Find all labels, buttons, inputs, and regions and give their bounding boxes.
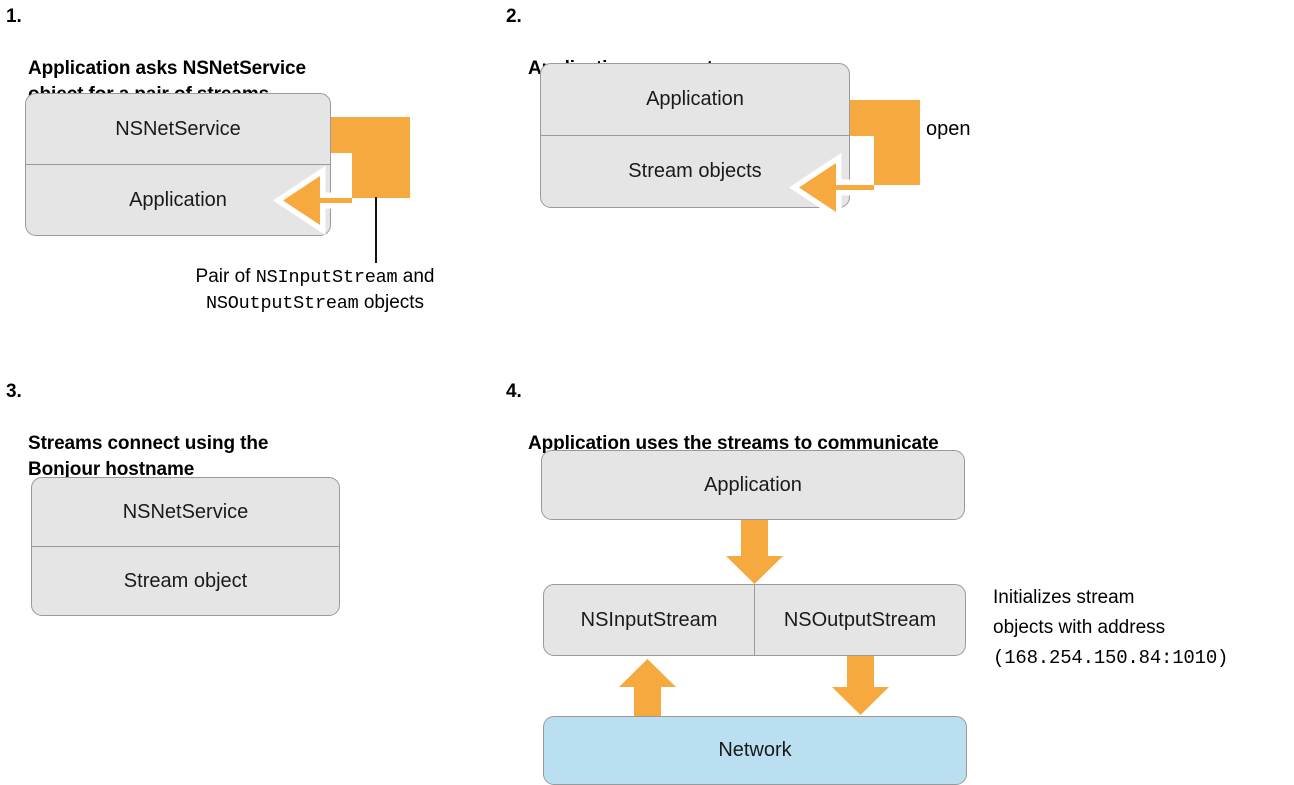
panel-1-row-application-label: Application xyxy=(129,188,227,211)
panel-4-nsinputstream-cell: NSInputStream xyxy=(544,585,754,655)
panel-1-caption-code-output: NSOutputStream xyxy=(205,293,359,314)
panel-2-row-stream-objects: Stream objects xyxy=(541,135,849,207)
panel-4-side-note-address: (168.254.150.84:1010) xyxy=(993,647,1229,669)
panel-3-heading: 3. Streams connect using the Bonjour hos… xyxy=(6,379,476,509)
panel-4-heading-text: Application uses the streams to communic… xyxy=(528,433,939,454)
panel-4-nsoutputstream-cell: NSOutputStream xyxy=(754,585,965,655)
panel-2-arrow-label-open: open xyxy=(926,118,971,140)
panel-1-leader-line xyxy=(375,197,377,263)
panel-4-side-note-line-1: Initializes stream xyxy=(993,587,1135,608)
panel-1-row-nsnetservice-label: NSNetService xyxy=(115,117,241,140)
panel-3-row-nsnetservice: NSNetService xyxy=(32,478,339,546)
panel-1-caption-line-2: NSOutputStream objects xyxy=(120,290,510,316)
panel-4-network-cell: Network xyxy=(544,717,966,784)
panel-3-row-nsnetservice-label: NSNetService xyxy=(122,500,249,523)
panel-4-heading: 4. Application uses the streams to commu… xyxy=(506,379,1146,483)
panel-1-caption-code-input: NSInputStream xyxy=(255,267,398,288)
panel-2-box: Application Stream objects xyxy=(540,63,850,208)
panel-4-application-cell: Application xyxy=(542,451,964,519)
panel-1-box: NSNetService Application xyxy=(25,93,331,236)
panel-3-row-stream-object: Stream object xyxy=(32,546,339,615)
panel-3-number: 3. xyxy=(6,381,22,402)
panel-1-number: 1. xyxy=(6,6,22,27)
panel-1-caption: Pair of NSInputStream and NSOutputStream… xyxy=(120,264,510,316)
panel-4-nsinputstream-label: NSInputStream xyxy=(580,608,718,631)
panel-4-nsoutputstream-label: NSOutputStream xyxy=(783,608,937,631)
panel-2-row-application-label: Application xyxy=(646,88,744,110)
panel-4-number: 4. xyxy=(506,381,522,402)
panel-4-network-label: Network xyxy=(718,739,792,761)
panel-1-caption-prefix: Pair of xyxy=(195,266,256,287)
arrow-app-to-streams xyxy=(726,520,783,584)
arrow-output-to-network xyxy=(832,656,889,715)
panel-4-side-note-line-2: objects with address xyxy=(993,617,1166,638)
panel-4-network-box: Network xyxy=(543,716,967,785)
panel-1-row-nsnetservice: NSNetService xyxy=(26,94,330,164)
panel-1-row-application: Application xyxy=(26,164,330,235)
panel-3-row-stream-object-label: Stream object xyxy=(123,569,248,592)
panel-2-number: 2. xyxy=(506,6,522,27)
panel-4-side-note: Initializes stream objects with address … xyxy=(993,583,1293,673)
panel-3-box: NSNetService Stream object xyxy=(31,477,340,616)
panel-1-caption-line-1: Pair of NSInputStream and xyxy=(120,264,510,290)
panel-4-application-label: Application xyxy=(704,473,802,496)
panel-3-heading-text: Streams connect using the Bonjour hostna… xyxy=(28,433,269,480)
panel-4-stream-objects-box: NSInputStream NSOutputStream xyxy=(543,584,966,656)
panel-1-caption-suffix-2: objects xyxy=(358,292,425,313)
panel-1-caption-suffix: and xyxy=(397,266,435,287)
panel-2-row-application: Application xyxy=(541,64,849,135)
arrow-network-to-input xyxy=(619,659,676,716)
panel-2-row-stream-objects-label: Stream objects xyxy=(628,160,762,182)
panel-4-application-box: Application xyxy=(541,450,965,520)
